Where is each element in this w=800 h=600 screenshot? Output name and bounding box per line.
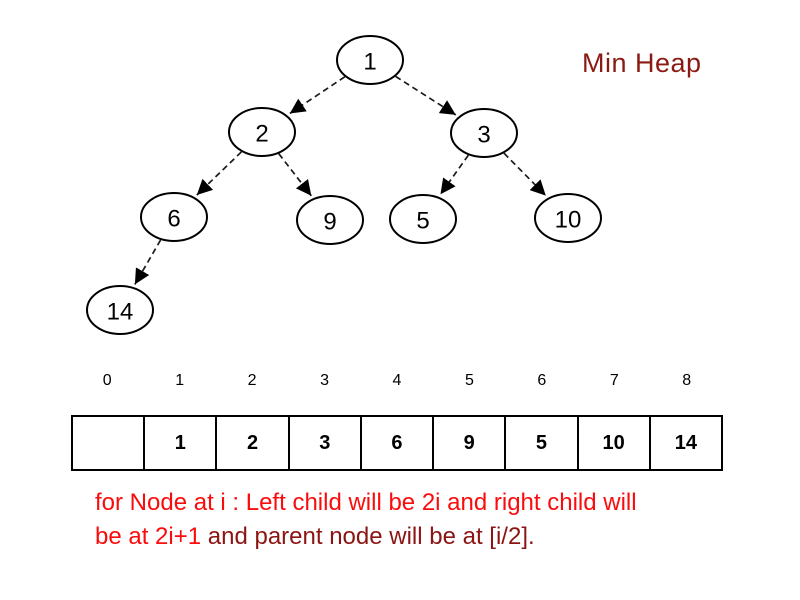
array-cell-7: 10	[579, 417, 651, 469]
tree-node-10: 10	[534, 193, 602, 243]
tree-node-label: 5	[416, 208, 429, 235]
array-index-label-0: 0	[102, 372, 112, 389]
min-heap-tree-diagram: 1 2 3 6 9 5 10 14	[86, 35, 602, 335]
tree-node-label: 1	[363, 49, 376, 76]
tree-node-label: 2	[255, 121, 268, 148]
array-cell-5: 9	[434, 417, 507, 469]
tree-node-14: 14	[86, 285, 154, 335]
array-index-label-8: 8	[682, 372, 692, 389]
array-cell-1: 1	[145, 417, 218, 469]
tree-edge-3-5	[439, 154, 469, 195]
tree-node-label: 3	[477, 122, 490, 149]
array-cell-4: 6	[362, 417, 435, 469]
tree-node-3: 3	[450, 108, 518, 158]
array-cell-3: 3	[290, 417, 362, 469]
array-index-label-1: 1	[175, 372, 185, 389]
tree-edge-6-14	[134, 239, 162, 285]
tree-node-label: 10	[555, 207, 582, 234]
tree-edge-3-10	[503, 152, 547, 197]
array-index-label-3: 3	[320, 372, 329, 389]
array-index-label-4: 4	[392, 372, 402, 389]
tree-node-ellipse	[140, 192, 208, 242]
caption-line-1: for Node at i : Left child will be 2i an…	[95, 489, 637, 516]
tree-edge-1-3	[395, 75, 457, 116]
array-cell-8: 14	[674, 431, 697, 454]
diagram-title: Min Heap	[582, 48, 702, 78]
tree-node-6: 6	[140, 192, 208, 242]
tree-edge-1-2	[289, 76, 346, 115]
tree-node-ellipse	[389, 194, 457, 244]
tree-node-5: 5	[389, 194, 457, 244]
tree-node-1: 1	[336, 35, 404, 85]
tree-node-ellipse	[86, 285, 154, 335]
array-index-label-7: 7	[609, 372, 619, 389]
caption-text: for Node at i : Left child will be 2i an…	[95, 486, 725, 554]
tree-node-9: 9	[296, 195, 364, 245]
tree-node-ellipse	[296, 195, 364, 245]
array-index-row: 0 1 2 3 4 5 6 7 8	[71, 372, 723, 390]
tree-edge-2-9	[278, 153, 312, 197]
tree-edge-2-6	[196, 151, 242, 196]
array-cell-2: 2	[217, 417, 290, 469]
tree-edges	[134, 75, 547, 285]
tree-node-label: 14	[107, 299, 134, 326]
tree-node-ellipse	[228, 107, 296, 157]
tree-node-ellipse	[336, 35, 404, 85]
tree-node-label: 9	[323, 209, 336, 236]
tree-nodes: 1 2 3 6 9 5 10 14	[86, 35, 602, 335]
tree-node-label: 6	[167, 206, 180, 233]
array-cell-6: 5	[506, 417, 579, 469]
array-cell-0	[73, 417, 146, 469]
array-index-label-2: 2	[247, 372, 257, 389]
array-index-label-5: 5	[464, 372, 474, 389]
tree-node-ellipse	[534, 193, 602, 243]
array-index-label-6: 6	[537, 372, 547, 389]
tree-node-ellipse	[450, 108, 518, 158]
caption-line-2: be at 2i+1 and parent node will be at [i…	[95, 523, 535, 550]
tree-node-2: 2	[228, 107, 296, 157]
